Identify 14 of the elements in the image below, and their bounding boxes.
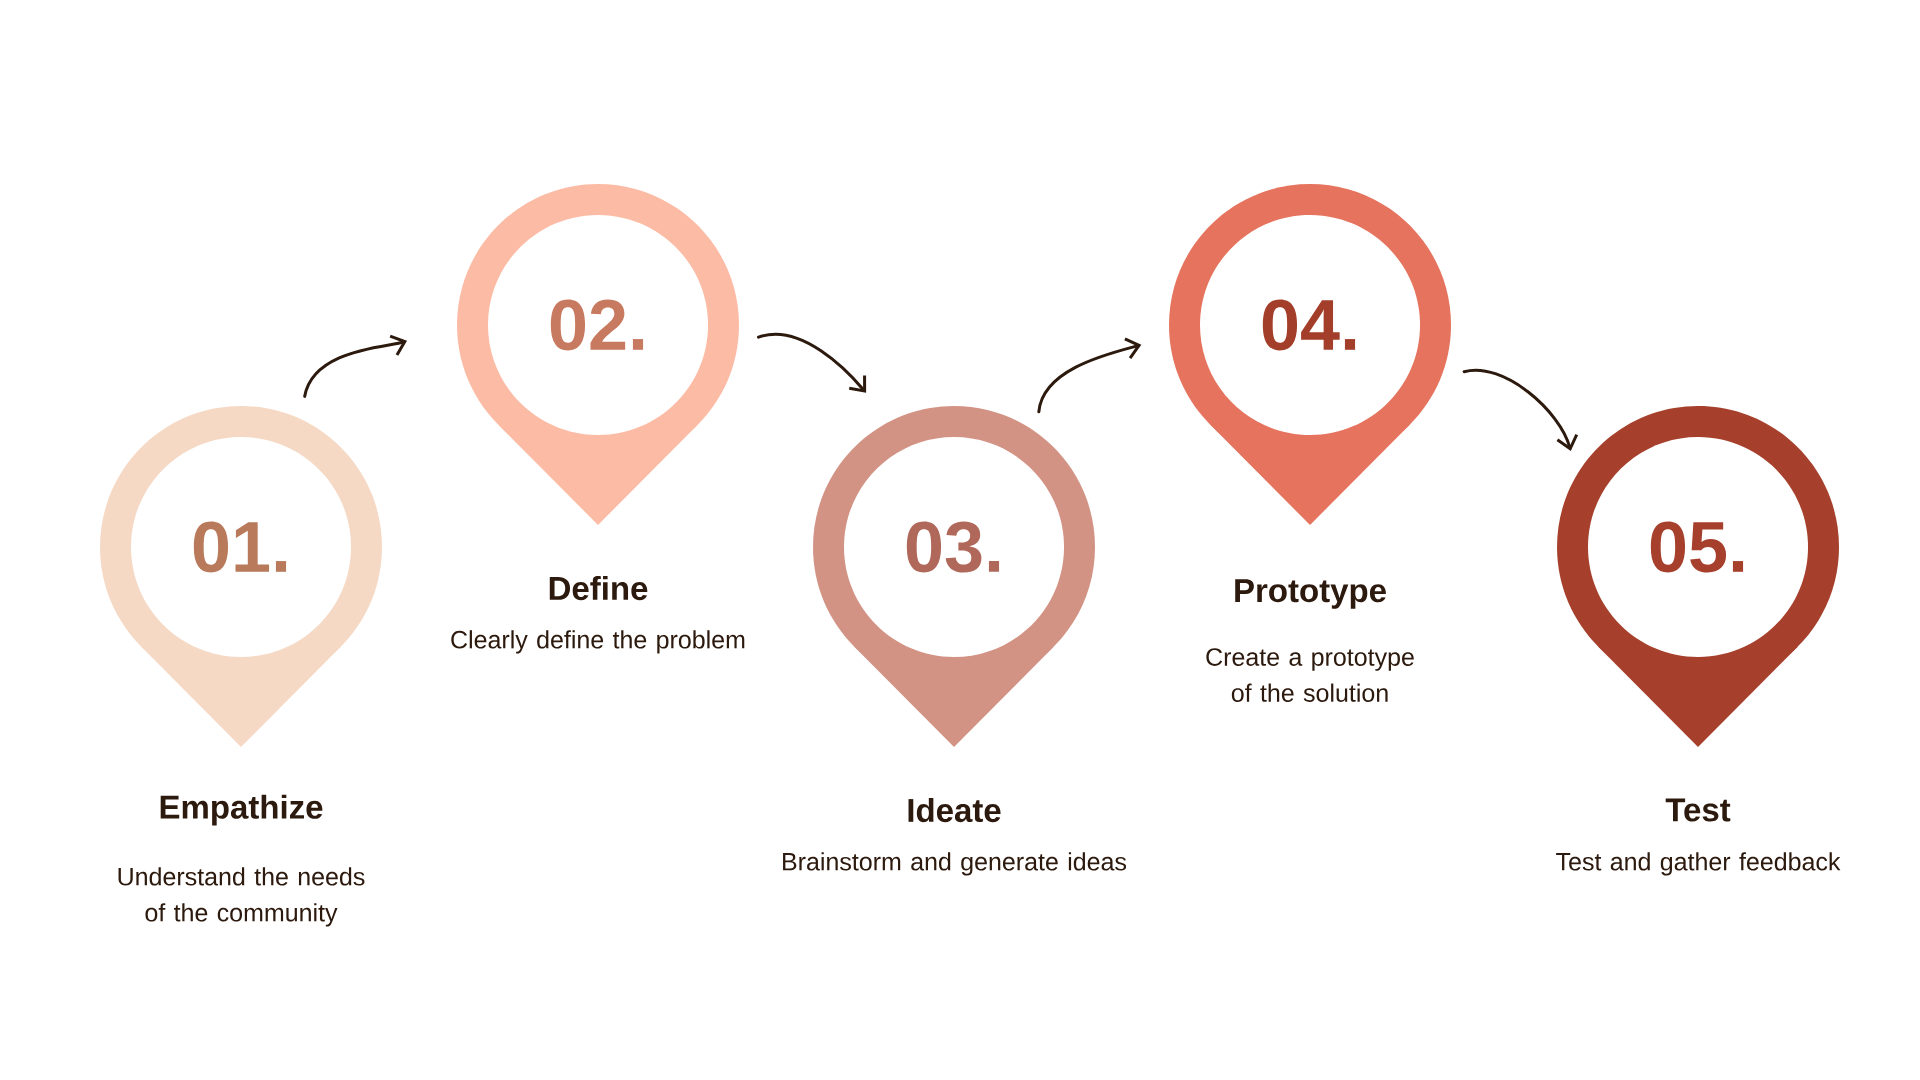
step-title: Empathize (160, 794, 323, 826)
step-description: Create a prototype of the solution (1206, 648, 1414, 702)
step-description: Clearly define the problem (451, 630, 745, 654)
step-title: Test (1665, 798, 1731, 822)
step-title: Prototype (1235, 579, 1386, 609)
curved-arrow (303, 334, 408, 398)
curved-arrow (757, 332, 867, 393)
step-description: Brainstorm and generate ideas (783, 852, 1127, 876)
curved-arrow (1037, 337, 1142, 414)
step-description: Understand the needs of the community (118, 867, 365, 927)
curved-arrow (1462, 368, 1579, 452)
step-description: Test and gather feedback (1556, 852, 1841, 876)
step-title: Define (549, 575, 648, 601)
step-title: Ideate (908, 797, 1001, 823)
